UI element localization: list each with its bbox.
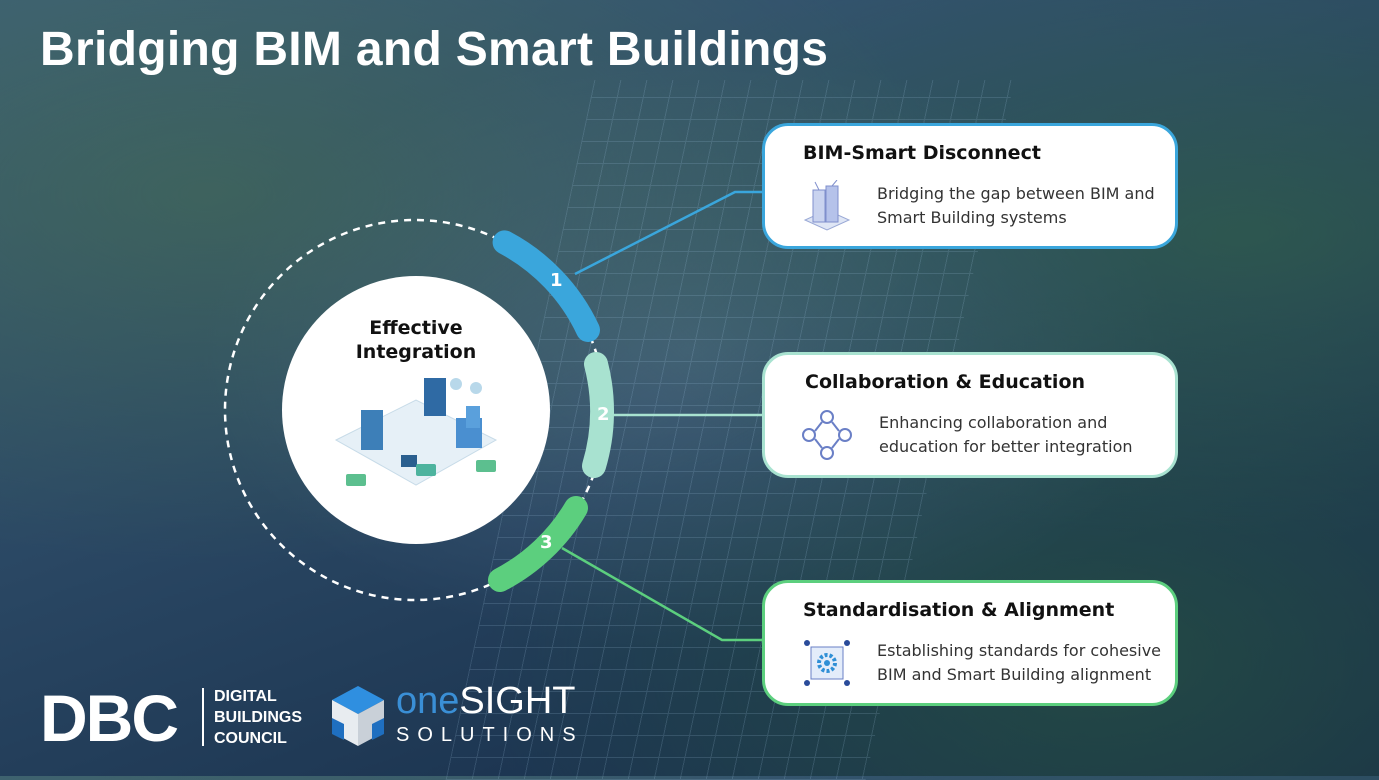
step-card-3: Standardisation & Alignment Establishing… [762, 580, 1178, 706]
onesight-one: one [396, 680, 460, 722]
step-number-2: 2 [597, 404, 610, 425]
gear-alignment-icon [804, 640, 850, 686]
step-title-3: Standardisation & Alignment [803, 599, 1115, 621]
dbc-divider [202, 688, 204, 746]
step-description-3: Establishing standards for cohesive BIM … [877, 641, 1162, 684]
connector-3 [561, 546, 764, 642]
page-title: Bridging BIM and Smart Buildings [40, 23, 829, 76]
arc-segment-2 [582, 352, 614, 478]
connector-1 [574, 190, 764, 276]
smart-city-illustration-icon [334, 378, 498, 486]
onesight-wordmark: oneSIGHT [396, 680, 576, 723]
step-description-1: Bridging the gap between BIM and Smart B… [877, 184, 1155, 227]
step-title-1: BIM-Smart Disconnect [803, 142, 1041, 164]
dbc-name: DIGITAL BUILDINGS COUNCIL [214, 688, 302, 747]
step-number-3: 3 [540, 532, 553, 553]
step-description-2: Enhancing collaboration and education fo… [879, 413, 1133, 456]
dbc-abbr: DBC [40, 681, 179, 755]
step-title-2: Collaboration & Education [805, 371, 1086, 393]
smart-building-icon [803, 180, 851, 231]
onesight-sight: SIGHT [459, 680, 576, 722]
arc-segment-1 [492, 230, 600, 342]
step-card-2: Collaboration & Education Enhancing coll… [762, 352, 1178, 478]
step-number-1: 1 [550, 270, 563, 291]
center-circle: Effective Integration [282, 276, 550, 544]
center-label: Effective Integration [355, 317, 477, 363]
arc-segment-3 [488, 496, 588, 592]
people-network-icon [802, 410, 852, 460]
cube-logo-icon [332, 686, 384, 746]
onesight-logo: oneSIGHT SOLUTIONS [328, 680, 576, 754]
onesight-sub: SOLUTIONS [396, 724, 584, 746]
step-card-1: BIM-Smart Disconnect Bridging the gap be… [762, 123, 1178, 249]
